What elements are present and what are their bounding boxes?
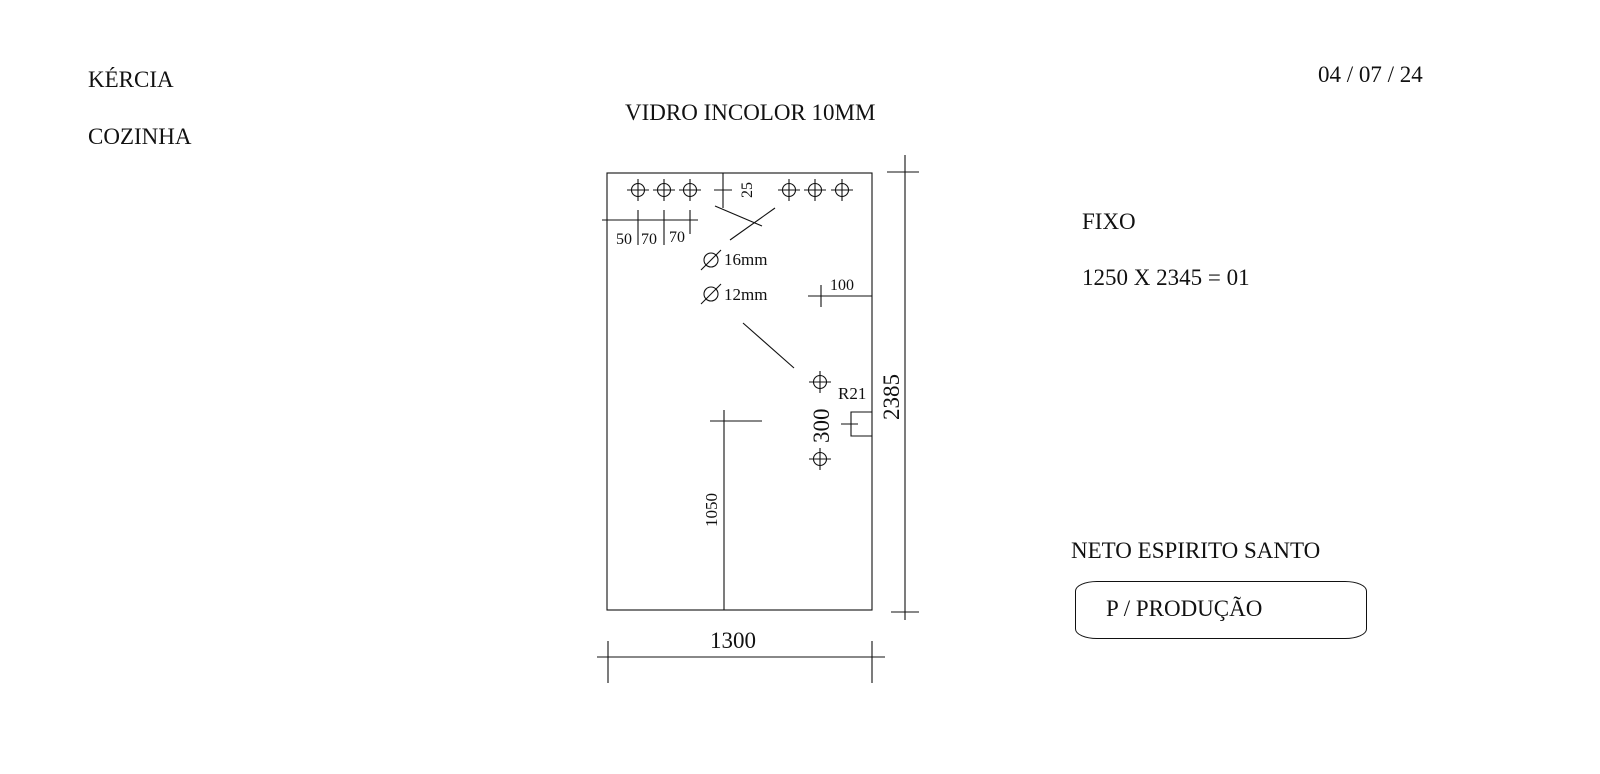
dim-25-label: 25 [739, 182, 756, 198]
dim-70-label: 70 [669, 229, 685, 246]
height-1050-dimension [710, 410, 762, 610]
radius-label: R21 [838, 384, 866, 403]
leader-line [742, 322, 795, 369]
hole-marker [831, 179, 853, 201]
side-offset-dimension [808, 285, 872, 307]
hole-spacing-dimension [602, 210, 698, 245]
hole-marker [809, 371, 831, 393]
top-left-holes [627, 179, 701, 201]
dim-300-label: 300 [809, 409, 834, 444]
glass-type: VIDRO INCOLOR 10MM [625, 100, 876, 125]
hole-marker [653, 179, 675, 201]
production-stamp: P / PRODUÇÃO [1075, 581, 1367, 639]
dim-100-label: 100 [830, 277, 854, 294]
room-name: COZINHA [88, 124, 192, 149]
dim-70-label: 70 [641, 231, 657, 248]
production-stamp-label: P / PRODUÇÃO [1106, 596, 1263, 621]
leader-line [714, 205, 763, 227]
diameter-12-icon [700, 283, 722, 305]
leader-line [729, 207, 776, 241]
company-name: NETO ESPIRITO SANTO [1071, 538, 1321, 563]
dim-2385-label: 2385 [879, 374, 904, 420]
client-name: KÉRCIA [88, 67, 174, 92]
hole-marker [679, 179, 701, 201]
dim-50-label: 50 [616, 231, 632, 248]
diameter-16-icon [700, 249, 722, 271]
hole-12mm-label: 12mm [724, 285, 767, 304]
hole-16mm-label: 16mm [724, 250, 767, 269]
hole-marker [778, 179, 800, 201]
top-right-holes [778, 179, 853, 201]
hole-marker [804, 179, 826, 201]
piece-spec: 1250 X 2345 = 01 [1082, 265, 1250, 290]
glass-outline [606, 172, 873, 611]
dim-1300-label: 1300 [710, 628, 756, 653]
date: 04 / 07 / 24 [1318, 62, 1423, 87]
hole-marker [809, 448, 831, 470]
dim-1050-label: 1050 [702, 493, 721, 527]
overall-width-dimension [597, 641, 885, 683]
top-offset-dimension [714, 173, 732, 208]
overall-height-dimension [887, 155, 919, 620]
piece-type: FIXO [1082, 209, 1136, 234]
hole-marker [627, 179, 649, 201]
